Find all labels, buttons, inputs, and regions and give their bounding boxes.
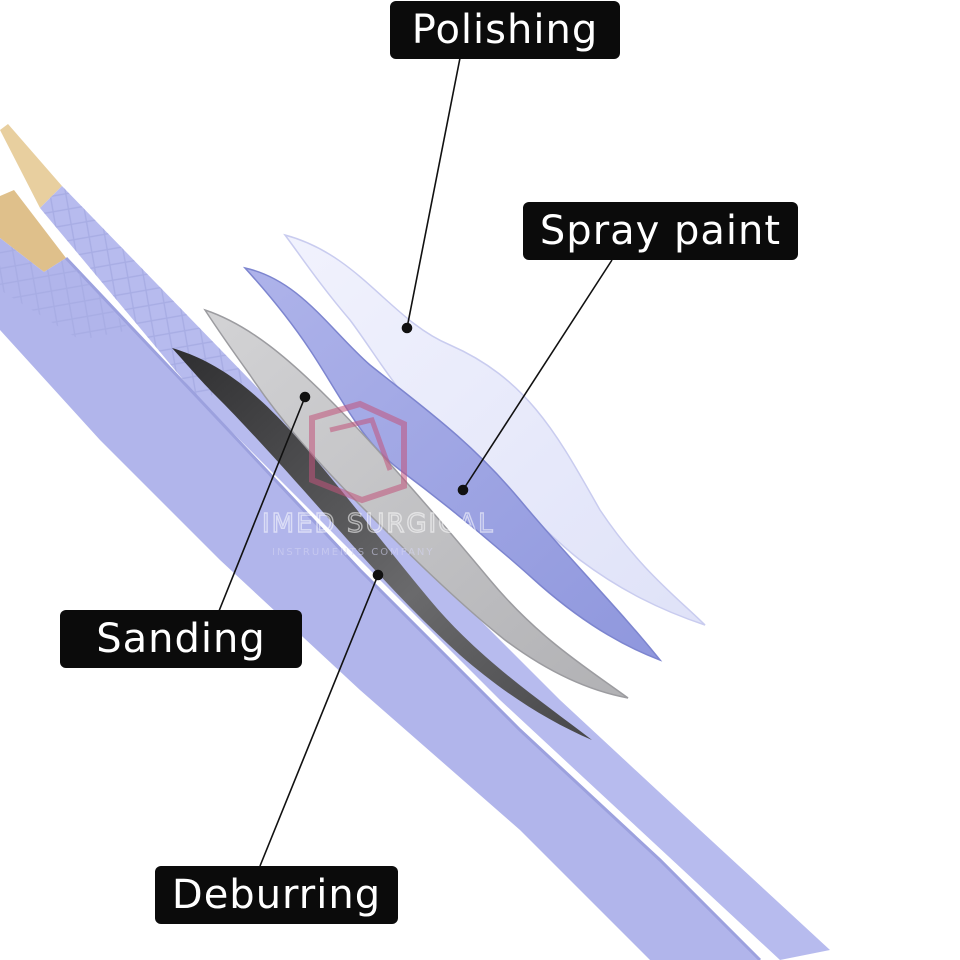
label-deburring: Deburring bbox=[155, 866, 398, 924]
leader-dot-sanding bbox=[301, 393, 310, 402]
leader-polishing bbox=[407, 58, 460, 328]
watermark-tagline: INSTRUMENTS COMPANY bbox=[272, 547, 435, 558]
label-polishing: Polishing bbox=[390, 1, 620, 59]
leader-dot-polishing bbox=[403, 324, 412, 333]
leader-dot-spray-paint bbox=[459, 486, 468, 495]
leader-dot-deburring bbox=[374, 571, 383, 580]
tweezer-body bbox=[0, 186, 830, 960]
label-spray-paint: Spray paint bbox=[523, 202, 798, 260]
label-sanding: Sanding bbox=[60, 610, 302, 668]
watermark-brand: IMED SURGICAL bbox=[262, 509, 495, 539]
